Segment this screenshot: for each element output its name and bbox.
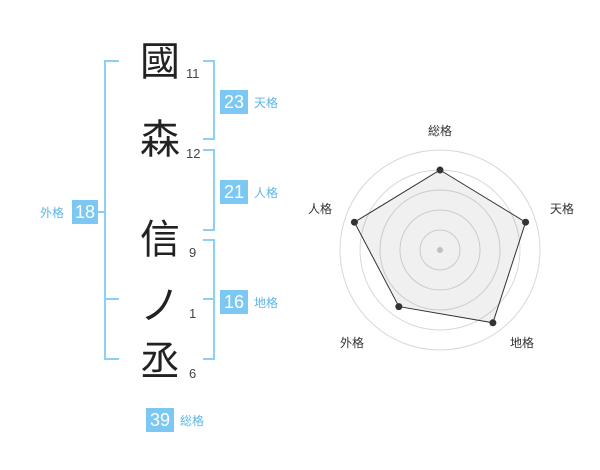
- gaikaku-value: 18: [72, 200, 98, 224]
- name-char-5: 丞: [140, 339, 180, 385]
- radar-point: [436, 166, 444, 174]
- stroke-count-4: 1: [189, 306, 197, 321]
- stroke-count-3: 9: [189, 245, 197, 260]
- radar-point: [522, 218, 530, 226]
- radar-grid: [339, 149, 541, 351]
- radar-ring: [399, 209, 481, 291]
- gaikaku-label: 外格: [40, 206, 65, 220]
- radar-axis-label-tenkaku: 天格: [550, 202, 575, 216]
- radar-axis-label-chikaku: 地格: [510, 336, 535, 350]
- name-char-2: 森: [140, 117, 180, 163]
- radar-ring: [379, 189, 501, 311]
- tenkaku-value: 23: [220, 90, 248, 114]
- name-char-4: ノ: [140, 283, 180, 329]
- soukaku-label: 総格: [180, 414, 205, 428]
- radar-ring: [339, 149, 541, 351]
- stroke-count-1: 11: [186, 66, 200, 81]
- radar-ring: [419, 229, 461, 271]
- radar-point: [350, 218, 358, 226]
- name-char-3: 信: [140, 217, 180, 263]
- radar-axis-label-gaikaku: 外格: [340, 336, 365, 350]
- radar-point: [489, 319, 497, 327]
- radar-axis-label-soukaku: 総格: [428, 124, 453, 138]
- stroke-count-5: 6: [189, 366, 197, 381]
- jinkaku-label: 人格: [254, 186, 279, 200]
- name-char-1: 國: [140, 39, 180, 85]
- radar-center: [437, 247, 443, 253]
- chikaku-label: 地格: [254, 296, 279, 310]
- radar-points: [350, 166, 530, 327]
- fortune-radar-chart: [339, 149, 541, 351]
- chikaku-value: 16: [220, 290, 248, 314]
- stroke-count-2: 12: [186, 146, 201, 161]
- jinkaku-value: 21: [220, 180, 248, 204]
- radar-polygon: [353, 169, 527, 324]
- tenkaku-label: 天格: [254, 96, 279, 110]
- soukaku-value: 39: [146, 408, 174, 432]
- radar-point: [395, 303, 403, 311]
- radar-axis-label-jinkaku: 人格: [308, 202, 333, 216]
